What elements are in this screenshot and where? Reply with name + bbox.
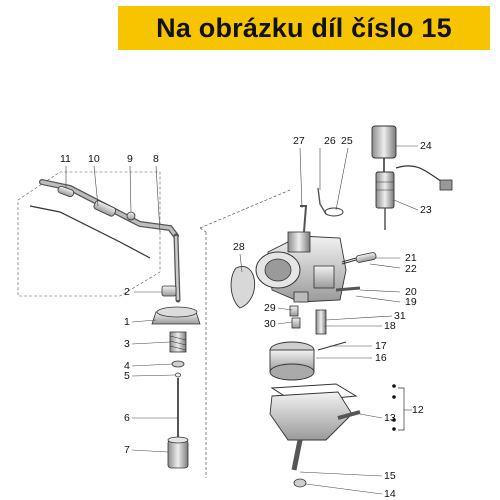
- cable-boundary: [17, 171, 161, 297]
- callout-6: 6: [124, 412, 130, 424]
- callout-20: 20: [405, 286, 417, 298]
- callout-22: 22: [405, 263, 417, 275]
- callout-18: 18: [384, 320, 396, 332]
- callout-21: 21: [405, 252, 417, 264]
- carburetor-body: [230, 187, 377, 309]
- callout-24: 24: [420, 140, 432, 152]
- callout-4: 4: [124, 360, 130, 372]
- callout-10: 10: [88, 153, 100, 165]
- callout-28: 28: [233, 241, 245, 253]
- callout-12: 12: [412, 404, 424, 416]
- banner: Na obrázku díl číslo 15: [118, 6, 490, 50]
- callout-5: 5: [124, 370, 130, 382]
- callout-31: 31: [394, 310, 406, 322]
- callout-30: 30: [264, 318, 276, 330]
- callout-16: 16: [375, 352, 387, 364]
- callout-14: 14: [384, 488, 396, 500]
- callout-26: 26: [324, 135, 336, 147]
- float-bowl: [269, 341, 405, 488]
- callout-1: 1: [124, 316, 130, 328]
- callout-2: 2: [124, 286, 130, 298]
- callout-9: 9: [127, 153, 133, 165]
- callout-8: 8: [153, 153, 159, 165]
- slide-stack: [151, 285, 201, 469]
- callout-17: 17: [375, 340, 387, 352]
- cable-assembly: [29, 179, 181, 303]
- callout-labels: 11 10 9 8 2 1 3 4 5 6 7 27 26 25 24 23 2…: [60, 135, 432, 500]
- electric-choke: [371, 125, 453, 230]
- assembly-boundary: [199, 189, 291, 478]
- leader-lines: [65, 145, 419, 495]
- callout-25: 25: [341, 135, 353, 147]
- callout-27: 27: [293, 135, 305, 147]
- callout-3: 3: [124, 338, 130, 350]
- callout-23: 23: [420, 204, 432, 216]
- jets: [289, 305, 327, 335]
- callout-29: 29: [264, 302, 276, 314]
- callout-15: 15: [384, 470, 396, 482]
- callout-7: 7: [124, 444, 130, 456]
- callout-11: 11: [60, 153, 71, 165]
- callout-19: 19: [405, 296, 417, 308]
- banner-text: Na obrázku díl číslo 15: [156, 12, 452, 43]
- callout-13: 13: [384, 412, 396, 424]
